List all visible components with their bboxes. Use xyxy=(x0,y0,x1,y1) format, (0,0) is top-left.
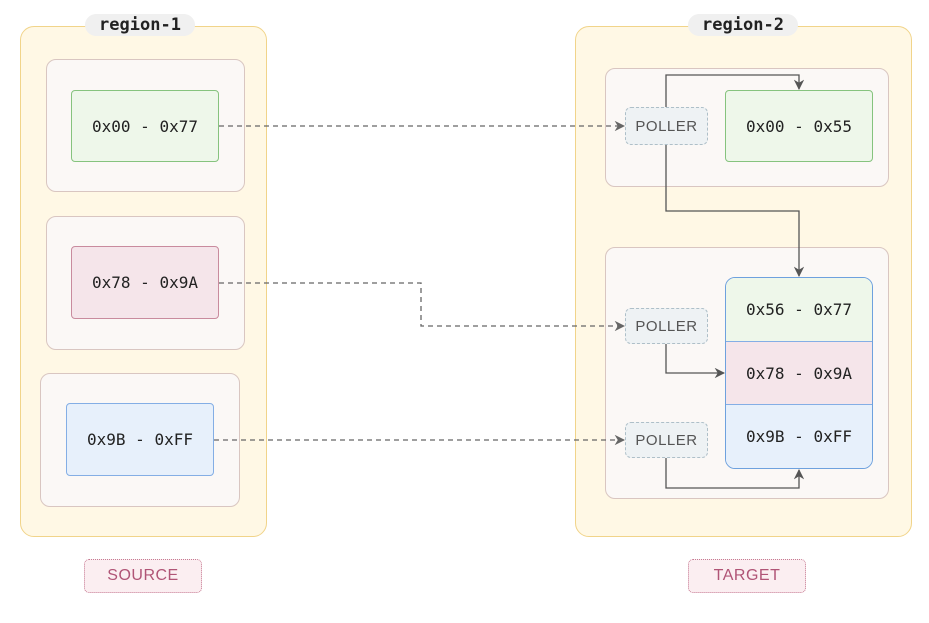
source-label: SOURCE xyxy=(84,559,202,593)
target-range-top: 0x00 - 0x55 xyxy=(725,90,873,162)
target-stack: 0x56 - 0x77 0x78 - 0x9A 0x9B - 0xFF xyxy=(725,277,873,469)
source-region-title: region-1 xyxy=(85,14,195,36)
target-label: TARGET xyxy=(688,559,806,593)
target-region-title: region-2 xyxy=(688,14,798,36)
source-range-2: 0x78 - 0x9A xyxy=(71,246,219,319)
source-range-3: 0x9B - 0xFF xyxy=(66,403,214,476)
source-range-1: 0x00 - 0x77 xyxy=(71,90,219,162)
poller-1: POLLER xyxy=(625,107,708,145)
target-stack-range-3: 0x9B - 0xFF xyxy=(726,405,872,468)
poller-3: POLLER xyxy=(625,422,708,458)
target-stack-range-1: 0x56 - 0x77 xyxy=(726,278,872,342)
poller-2: POLLER xyxy=(625,308,708,344)
target-stack-range-2: 0x78 - 0x9A xyxy=(726,341,872,406)
replication-line-2 xyxy=(219,282,626,332)
